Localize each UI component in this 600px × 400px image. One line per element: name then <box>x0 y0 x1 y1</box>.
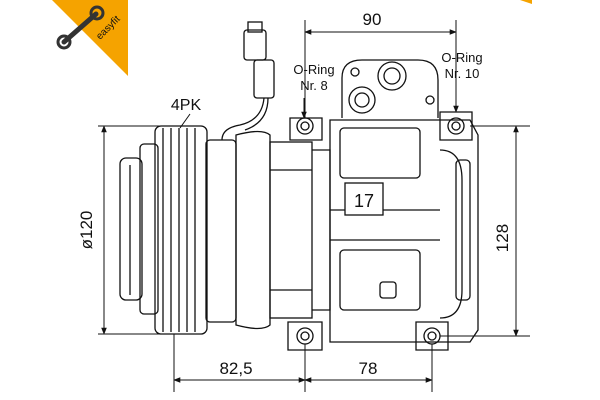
corner-mark <box>520 0 532 4</box>
oring-left-label-line2: Nr. 8 <box>300 78 327 93</box>
dim-top-width: 90 <box>363 10 382 29</box>
oring-right-label-line1: O-Ring <box>441 50 482 65</box>
oring-right-label-line2: Nr. 10 <box>445 66 480 81</box>
dim-height: 128 <box>493 224 512 252</box>
part-number-label: 17 <box>354 191 374 211</box>
valve-block <box>341 59 439 118</box>
front-housing <box>235 130 331 330</box>
wrench-icon <box>56 5 105 50</box>
compressor-body <box>329 119 479 343</box>
dimension-lines <box>98 20 530 392</box>
dim-bottom-left: 82,5 <box>219 359 252 378</box>
mounting-lugs <box>287 111 473 351</box>
electrical-connector <box>221 21 275 141</box>
pulley <box>119 125 237 335</box>
belt-label: 4PK <box>171 97 202 114</box>
dim-pulley-diameter: ø120 <box>77 211 96 250</box>
dim-bottom-right: 78 <box>359 359 378 378</box>
oring-left-label-line1: O-Ring <box>293 62 334 77</box>
easyfit-badge: easyfit <box>52 0 128 76</box>
